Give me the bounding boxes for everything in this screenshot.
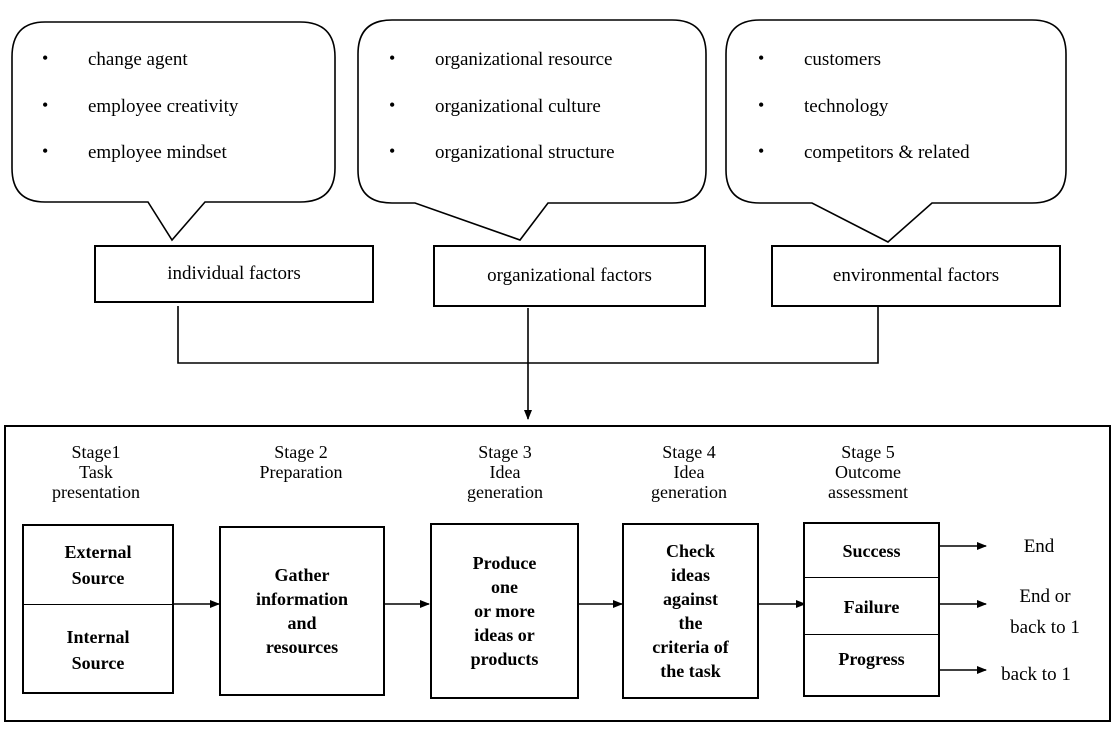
bullet-dot: • (42, 141, 49, 161)
list-item: change agent (88, 49, 188, 70)
box-text: ideas or (474, 625, 535, 645)
box-text: Produce (472, 553, 537, 573)
stage-subtitle: Outcome (835, 462, 901, 482)
result-end-or-back: End or back to 1 (998, 581, 1092, 643)
box-text: one (491, 577, 518, 597)
list-item: employee mindset (88, 142, 227, 163)
stage-4-header: Stage 4 Idea generation (624, 442, 754, 502)
list-item: organizational culture (435, 96, 601, 117)
stage-5-header: Stage 5 Outcome assessment (802, 442, 934, 502)
cell-text: External (64, 542, 132, 562)
stage-3-header: Stage 3 Idea generation (440, 442, 570, 502)
stage-subtitle: Idea (489, 462, 521, 482)
callout-bubble-organizational (357, 19, 707, 241)
stage-subtitle: assessment (828, 482, 908, 502)
box-text: resources (265, 637, 339, 657)
result-text: back to 1 (1001, 664, 1071, 685)
cell-text: Source (71, 568, 125, 588)
box-text: ideas (670, 565, 710, 585)
box-text: the task (660, 661, 721, 681)
box-text: Gather (274, 565, 330, 585)
bullet-dot: • (389, 95, 396, 115)
box-text: or more (474, 601, 535, 621)
stage-title: Stage 5 (841, 442, 895, 462)
cell-text: Source (71, 653, 125, 673)
result-end: End (1000, 531, 1078, 562)
bullet-dot: • (389, 141, 396, 161)
stage-2-header: Stage 2 Preparation (236, 442, 366, 482)
bullet-dot: • (758, 141, 765, 161)
cell-text: Internal (66, 627, 130, 647)
check-box: Check ideas against the criteria of the … (622, 523, 759, 699)
result-text: End or (1019, 586, 1071, 607)
box-text: against (662, 589, 718, 609)
stage-subtitle: Idea (673, 462, 705, 482)
divider (805, 577, 940, 578)
list-item: organizational resource (435, 49, 613, 70)
bullet-dot: • (758, 48, 765, 68)
produce-box: Produce one or more ideas or products (430, 523, 579, 699)
divider (805, 634, 938, 635)
bullet-dot: • (42, 48, 49, 68)
progress-cell: Progress (838, 649, 905, 669)
callout-bubble-individual (11, 21, 336, 242)
list-item: employee creativity (88, 96, 239, 117)
stage-title: Stage 4 (662, 442, 716, 462)
failure-cell: Failure (843, 597, 900, 617)
environmental-factors-box: environmental factors (771, 245, 1061, 307)
list-item: organizational structure (435, 142, 615, 163)
result-text: End (1023, 536, 1055, 557)
gather-box: Gather information and resources (219, 526, 385, 696)
stage-title: Stage 3 (478, 442, 532, 462)
list-item: customers (804, 49, 882, 70)
individual-factors-box: individual factors (94, 245, 374, 303)
stage-subtitle: presentation (52, 482, 140, 502)
result-text: back to 1 (1010, 617, 1080, 638)
stage-title: Stage1 (71, 442, 121, 462)
stage-title: Stage 2 (274, 442, 328, 462)
list-item: technology (804, 96, 889, 117)
callout-bubble-environmental (725, 19, 1067, 243)
divider (24, 604, 172, 605)
stage-subtitle: Task (79, 462, 113, 482)
outcome-box: Success Failure Progress (803, 522, 940, 697)
result-back-to-1: back to 1 (992, 659, 1080, 690)
box-text: and (287, 613, 317, 633)
box-text: products (470, 649, 539, 669)
process-frame (4, 425, 1111, 722)
box-text: criteria of (652, 637, 729, 657)
stage-1-header: Stage1 Task presentation (30, 442, 162, 502)
bullet-dot: • (42, 95, 49, 115)
stage-subtitle: generation (651, 482, 727, 502)
success-cell: Success (842, 541, 901, 561)
list-item: competitors & related (804, 142, 970, 163)
stage-subtitle: generation (467, 482, 543, 502)
box-text: information (256, 589, 348, 609)
stage-subtitle: Preparation (259, 462, 343, 482)
organizational-factors-box: organizational factors (433, 245, 706, 307)
bullet-dot: • (389, 48, 396, 68)
box-text: the (678, 613, 703, 633)
bullet-dot: • (758, 95, 765, 115)
box-text: Check (666, 541, 715, 561)
